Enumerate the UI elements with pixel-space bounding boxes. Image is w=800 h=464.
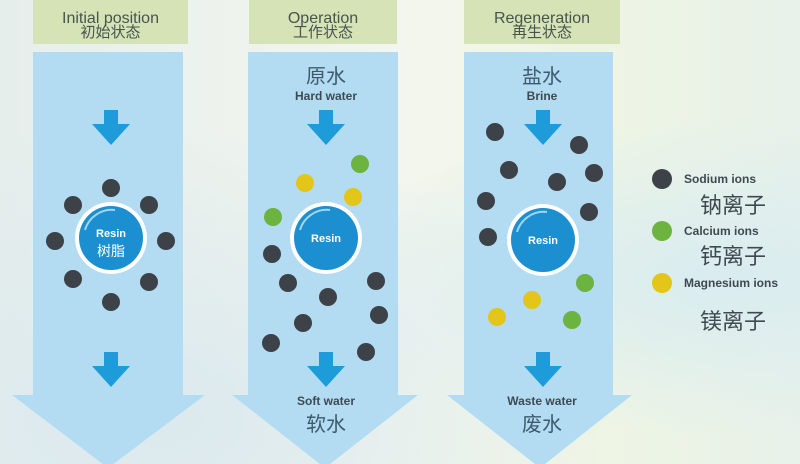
input-en: Brine: [526, 89, 558, 103]
sodium-ion: [140, 196, 158, 214]
output-zh: 废水: [522, 412, 562, 436]
legend-dot-sodium: [652, 169, 672, 189]
sodium-ion: [500, 161, 518, 179]
sodium-ion: [477, 192, 495, 210]
sodium-ion: [294, 314, 312, 332]
sodium-ion: [102, 293, 120, 311]
sodium-ion: [486, 123, 504, 141]
sodium-ion: [46, 232, 64, 250]
sodium-ion: [570, 136, 588, 154]
legend-calcium-en: Calcium ions: [684, 224, 759, 238]
input-label-regeneration: 盐水 Brine: [482, 60, 602, 103]
magnesium-ion: [296, 174, 314, 192]
magnesium-ion: [523, 291, 541, 309]
resin-bead: [79, 206, 143, 270]
down-arrow-icon: [92, 110, 130, 145]
title-zh: 再生状态: [511, 23, 572, 41]
sodium-ion: [367, 272, 385, 290]
title-en: Initial position: [62, 10, 159, 27]
magnesium-ion: [488, 308, 506, 326]
sodium-ion: [580, 203, 598, 221]
calcium-ion: [351, 155, 369, 173]
sodium-ion: [279, 274, 297, 292]
resin-label-zh: 树脂: [97, 244, 125, 260]
input-label-operation: 原水 Hard water: [266, 60, 386, 103]
resin-highlight: [516, 210, 548, 233]
sodium-ion: [370, 306, 388, 324]
legend-dot-magnesium: [652, 273, 672, 293]
sodium-ion: [102, 179, 120, 197]
resin-label: Resin: [311, 233, 341, 245]
sodium-ion: [64, 270, 82, 288]
sodium-ion: [585, 164, 603, 182]
down-arrow-icon: [92, 352, 130, 387]
title-zh: 工作状态: [292, 23, 353, 41]
resin-highlight: [299, 208, 331, 231]
calcium-ion: [576, 274, 594, 292]
output-label-operation: Soft water 软水: [266, 394, 386, 437]
output-en: Soft water: [296, 394, 355, 408]
resin-highlight: [84, 208, 116, 231]
input-zh: 盐水: [522, 64, 562, 88]
sodium-ion: [157, 232, 175, 250]
input-zh: 原水: [306, 64, 346, 88]
output-en: Waste water: [507, 394, 577, 408]
down-arrow-icon: [524, 110, 562, 145]
title-en: Operation: [287, 10, 359, 27]
legend-dot-calcium: [652, 221, 672, 241]
output-label-regeneration: Waste water 废水: [482, 394, 602, 437]
resin-label: Resin: [96, 228, 126, 240]
sodium-ion: [262, 334, 280, 352]
down-arrow-icon: [307, 110, 345, 145]
calcium-ion: [264, 208, 282, 226]
output-zh: 软水: [306, 412, 346, 436]
sodium-ion: [140, 273, 158, 291]
input-en: Hard water: [294, 89, 358, 103]
down-arrow-icon: [524, 352, 562, 387]
sodium-ion: [319, 288, 337, 306]
sodium-ion: [64, 196, 82, 214]
resin-bead: [511, 208, 575, 272]
down-arrow-icon: [307, 352, 345, 387]
legend-sodium-en: Sodium ions: [684, 172, 756, 186]
title-zh: 初始状态: [80, 23, 141, 41]
resin-bead: [294, 206, 358, 270]
legend-magnesium-zh: 镁离子: [700, 310, 767, 335]
legend-sodium-zh: 钠离子: [700, 194, 767, 219]
sodium-ion: [479, 228, 497, 246]
resin-label: Resin: [528, 235, 558, 247]
sodium-ion: [357, 343, 375, 361]
magnesium-ion: [344, 188, 362, 206]
sodium-ion: [548, 173, 566, 191]
header-initial: Initial position 初始状态: [33, 0, 188, 44]
legend-calcium-zh: 钙离子: [700, 245, 767, 270]
header-regeneration: Regeneration 再生状态: [464, 0, 620, 44]
legend-magnesium-en: Magnesium ions: [684, 276, 779, 290]
sodium-ion: [263, 245, 281, 263]
calcium-ion: [563, 311, 581, 329]
header-operation: Operation 工作状态: [249, 0, 397, 44]
title-en: Regeneration: [493, 10, 591, 27]
